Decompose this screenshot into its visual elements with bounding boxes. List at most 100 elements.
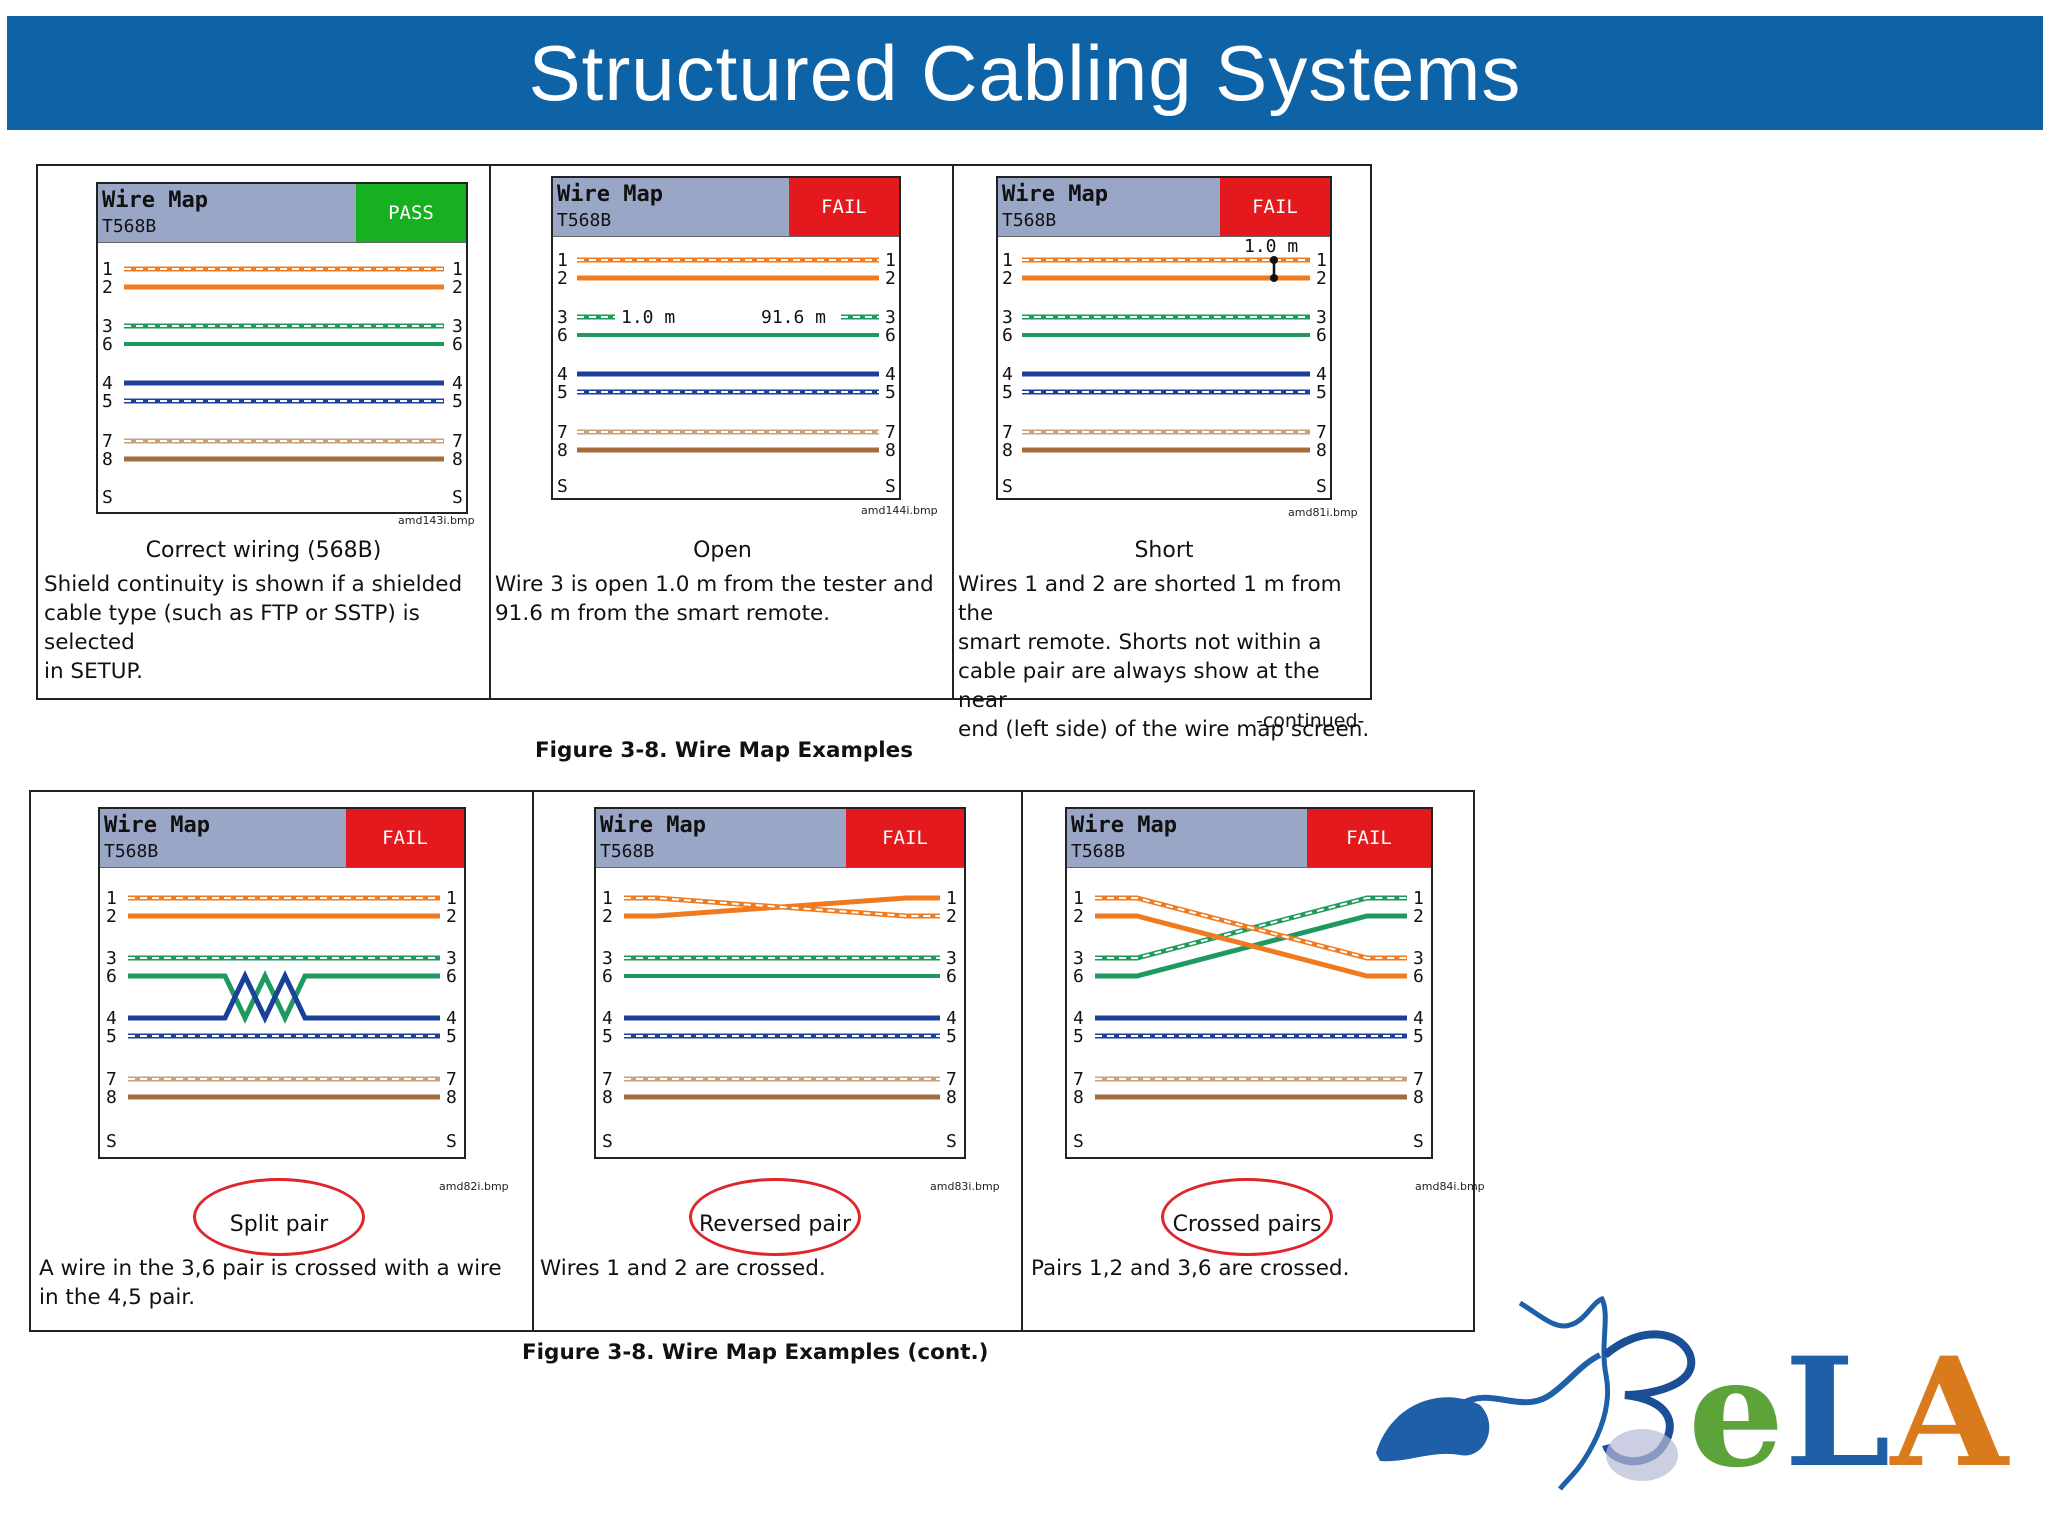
wire-pair-blue bbox=[1095, 1015, 1407, 1039]
wire-pair-orange bbox=[577, 257, 879, 281]
pin-label: 1 bbox=[1413, 888, 1424, 909]
pin-label: S bbox=[885, 476, 896, 497]
pin-label: 3 bbox=[1002, 307, 1013, 328]
description-line: Wires 1 and 2 are crossed. bbox=[540, 1256, 826, 1281]
pin-label: 4 bbox=[102, 373, 113, 394]
screen-standard: T568B bbox=[1071, 841, 1126, 862]
pin-label: 3 bbox=[452, 316, 463, 337]
wire-diagram: 1 2 3 6 4 5 7 8 S 1 2 3 6 4 5 7 8 bbox=[106, 888, 457, 1152]
pin-label: 5 bbox=[1073, 1026, 1084, 1047]
wire-pair-green bbox=[624, 955, 940, 978]
panel-short: Wire Map T568B FAIL 1 2 3 6 4 5 7 8 S 1 … bbox=[952, 166, 1372, 742]
pin-label: 6 bbox=[1413, 966, 1424, 987]
pin-label: 5 bbox=[452, 391, 463, 412]
pin-label: S bbox=[1002, 476, 1013, 497]
description-line: smart remote. Shorts not within a bbox=[958, 630, 1322, 655]
pin-label: 4 bbox=[602, 1008, 613, 1029]
pin-label: 4 bbox=[1073, 1008, 1084, 1029]
status-badge: FAIL bbox=[1220, 178, 1330, 236]
pin-label: S bbox=[946, 1131, 957, 1152]
wire-6-split bbox=[128, 970, 440, 1024]
continued-note: -continued- bbox=[1256, 710, 1365, 732]
pin-label: 5 bbox=[1002, 382, 1013, 403]
pin-label: 3 bbox=[1413, 948, 1424, 969]
slide-title: Structured Cabling Systems bbox=[528, 29, 1522, 117]
pin-label: S bbox=[1316, 476, 1327, 497]
pin-label: 8 bbox=[106, 1087, 117, 1108]
wire-pair-orange-reversed bbox=[624, 895, 940, 919]
wire-pair-blue bbox=[124, 380, 444, 404]
pin-label: 5 bbox=[106, 1026, 117, 1047]
pin-label: 1 bbox=[885, 250, 896, 271]
pin-label: 7 bbox=[452, 431, 463, 452]
description-line: Wire 3 is open 1.0 m from the tester and bbox=[495, 572, 934, 597]
pin-label: 6 bbox=[446, 966, 457, 987]
pin-label: S bbox=[1073, 1131, 1084, 1152]
pin-label: 7 bbox=[1073, 1069, 1084, 1090]
pin-label: 2 bbox=[1316, 268, 1327, 289]
wire-map-screen: Wire Map T568B FAIL 1 2 3 6 4 5 7 8 S 1 … bbox=[551, 176, 901, 500]
pin-label: 1 bbox=[452, 259, 463, 280]
description-line: in the 4,5 pair. bbox=[39, 1285, 196, 1310]
description-line: end (left side) of the wire map screen. bbox=[958, 717, 1370, 742]
pin-label: 4 bbox=[106, 1008, 117, 1029]
ela-logo: eLA bbox=[1370, 1285, 2030, 1505]
pin-label: 4 bbox=[1413, 1008, 1424, 1029]
wire-pair-brown bbox=[1095, 1076, 1407, 1100]
wire-map-screen: Wire Map T568B FAIL 1 2 3 6 4 5 7 8 S 1 … bbox=[1065, 807, 1433, 1159]
wire-pair-brown bbox=[577, 429, 879, 453]
pin-label: 2 bbox=[885, 268, 896, 289]
pin-label: 1 bbox=[1002, 250, 1013, 271]
pin-label: S bbox=[557, 476, 568, 497]
pin-label: S bbox=[452, 487, 463, 508]
pin-label: 6 bbox=[1002, 325, 1013, 346]
pin-label: 3 bbox=[446, 948, 457, 969]
pin-label: 4 bbox=[885, 364, 896, 385]
pin-label: 2 bbox=[102, 277, 113, 298]
wire-pair-green bbox=[577, 314, 879, 337]
panel-description: Wires 1 and 2 are shorted 1 m from the s… bbox=[958, 570, 1372, 744]
pin-label: 6 bbox=[946, 966, 957, 987]
pin-label: 8 bbox=[446, 1087, 457, 1108]
pin-label: 2 bbox=[1002, 268, 1013, 289]
wire-diagram: 1 2 3 6 4 5 7 8 S 1 2 3 6 4 5 7 8 bbox=[102, 259, 463, 508]
pin-label: 1 bbox=[602, 888, 613, 909]
pin-label: S bbox=[602, 1131, 613, 1152]
wire-pair-blue bbox=[624, 1015, 940, 1039]
pin-label: 1 bbox=[106, 888, 117, 909]
pin-label: 4 bbox=[1002, 364, 1013, 385]
pin-label: 7 bbox=[1413, 1069, 1424, 1090]
panel-description: Shield continuity is shown if a shielded… bbox=[44, 570, 484, 686]
pin-label: 7 bbox=[602, 1069, 613, 1090]
panel-crossed: Wire Map T568B FAIL 1 2 3 6 4 5 7 8 S 1 … bbox=[1021, 792, 1485, 1330]
screen-title: Wire Map bbox=[557, 182, 663, 207]
file-name: amd81i.bmp bbox=[1288, 506, 1358, 519]
screen-title: Wire Map bbox=[1071, 813, 1177, 838]
pin-label: 8 bbox=[1413, 1087, 1424, 1108]
pin-label: 6 bbox=[557, 325, 568, 346]
pin-label: 5 bbox=[946, 1026, 957, 1047]
figure-top-table: Wire Map T568B PASS 1 2 3 6 4 5 7 8 S 1 … bbox=[36, 164, 1372, 742]
open-distance-far: 91.6 m bbox=[761, 307, 826, 328]
pin-label: 4 bbox=[446, 1008, 457, 1029]
wire-map-screen: Wire Map T568B FAIL 1 2 3 6 4 5 7 8 S 1 … bbox=[98, 807, 466, 1159]
pin-label: 7 bbox=[557, 422, 568, 443]
panel-correct: Wire Map T568B PASS 1 2 3 6 4 5 7 8 S 1 … bbox=[38, 166, 489, 698]
status-badge: FAIL bbox=[846, 809, 964, 867]
pin-label: 5 bbox=[1316, 382, 1327, 403]
pin-label: S bbox=[102, 487, 113, 508]
pin-label: 7 bbox=[946, 1069, 957, 1090]
panel-title: Crossed pairs bbox=[1172, 1212, 1322, 1237]
pin-label: S bbox=[106, 1131, 117, 1152]
description-line: 91.6 m from the smart remote. bbox=[495, 601, 831, 626]
pin-label: 8 bbox=[602, 1087, 613, 1108]
pin-label: 3 bbox=[102, 316, 113, 337]
pin-label: 7 bbox=[446, 1069, 457, 1090]
wire-pair-crossed bbox=[1095, 895, 1407, 979]
wire-pair-orange bbox=[1022, 256, 1310, 282]
wire-map-screen: Wire Map T568B FAIL 1 2 3 6 4 5 7 8 S 1 … bbox=[594, 807, 966, 1159]
wire-pair-orange bbox=[124, 266, 444, 290]
pin-label: 2 bbox=[1073, 906, 1084, 927]
pin-label: 6 bbox=[102, 334, 113, 355]
screen-standard: T568B bbox=[557, 210, 612, 231]
